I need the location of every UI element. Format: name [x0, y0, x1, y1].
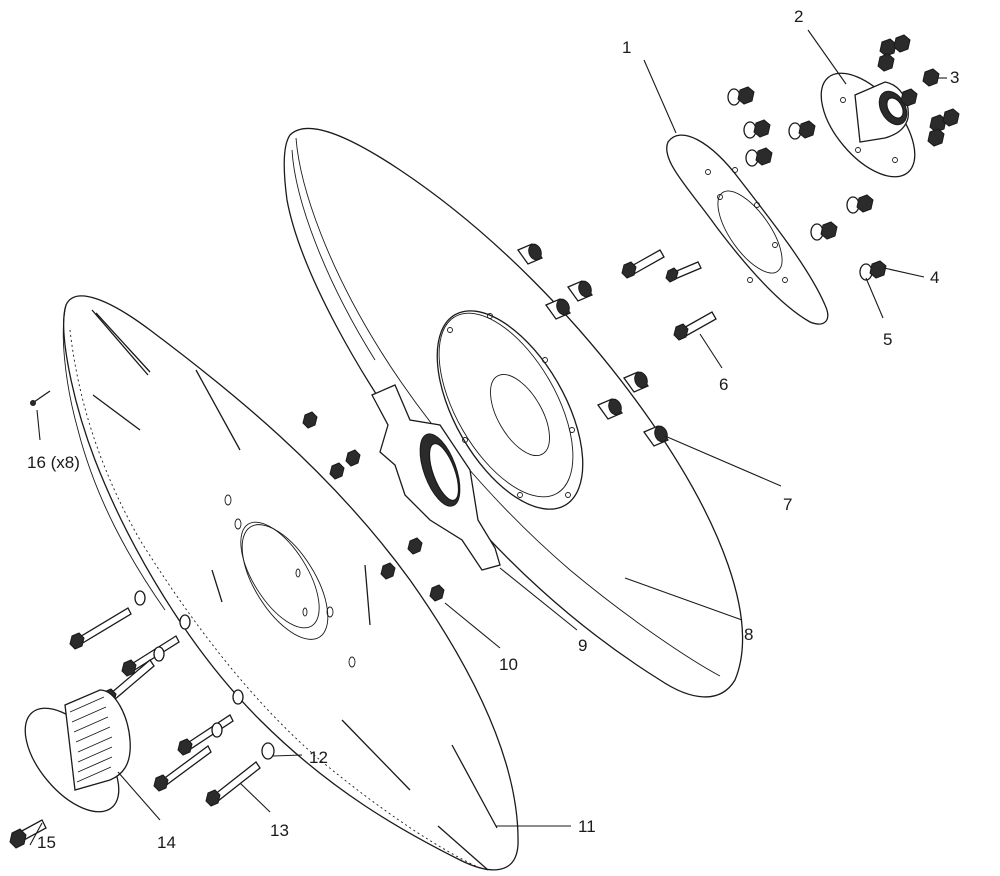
callout-1: 1 — [622, 38, 631, 57]
callout-9: 9 — [578, 636, 587, 655]
callout-2: 2 — [794, 7, 803, 26]
flange-nuts-washers — [727, 86, 887, 281]
nut-washer-1 — [727, 86, 755, 106]
sprocket — [371, 384, 501, 571]
callout-14: 14 — [157, 833, 176, 852]
callout-5: 5 — [883, 330, 892, 349]
callout-labels: 1 2 3 4 5 6 7 8 9 10 11 12 13 14 15 16 (… — [27, 7, 959, 852]
bushing-1 — [517, 243, 543, 265]
large-blade-disc — [62, 295, 519, 871]
leader-lines — [29, 29, 947, 846]
bushing-2 — [545, 298, 571, 320]
callout-6: 6 — [719, 375, 728, 394]
bushing-6 — [643, 425, 669, 447]
long-bolt-2 — [121, 614, 191, 677]
nut-washer-2 — [743, 119, 771, 139]
callout-12: 12 — [309, 748, 328, 767]
nut-washer-6 — [810, 221, 838, 241]
callout-8: 8 — [744, 625, 753, 644]
spacer-bushings — [517, 243, 669, 447]
callout-10: 10 — [499, 655, 518, 674]
nut-washer-5 — [846, 194, 874, 214]
callout-7: 7 — [783, 495, 792, 514]
threaded-hub — [24, 689, 131, 813]
shoulder-bolt-2 — [665, 261, 702, 283]
bushing-3 — [567, 280, 593, 302]
shoulder-bolts — [621, 249, 717, 341]
callout-11: 11 — [578, 817, 596, 836]
long-bolt-6 — [205, 742, 275, 807]
hub-bolt — [9, 819, 47, 849]
callout-3: 3 — [950, 68, 959, 87]
pin — [30, 390, 51, 406]
shoulder-bolt-3 — [673, 311, 717, 341]
callout-16: 16 (x8) — [27, 453, 80, 472]
callout-13: 13 — [270, 821, 289, 840]
nut-washer-3 — [788, 120, 816, 140]
long-bolt-4 — [177, 689, 244, 756]
hub-nuts-group — [877, 34, 960, 147]
hub-flange — [820, 72, 916, 178]
callout-4: 4 — [930, 268, 939, 287]
long-bolt-1 — [69, 590, 146, 650]
long-bolt-5 — [153, 722, 223, 792]
bushing-5 — [623, 371, 649, 393]
callout-15: 15 — [37, 833, 56, 852]
bushing-4 — [597, 398, 623, 420]
hub-plate — [436, 310, 584, 510]
nut-washer-4 — [745, 147, 773, 167]
nut-washer-7 — [859, 260, 887, 281]
flange-plate — [666, 134, 829, 325]
small-nuts — [302, 411, 445, 602]
shoulder-bolt-1 — [621, 249, 665, 279]
